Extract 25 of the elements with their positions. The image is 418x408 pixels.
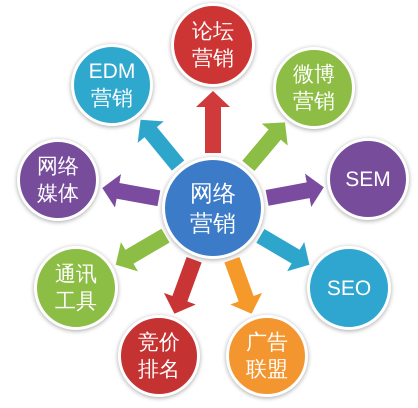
- circle-label: 竞价排名: [137, 330, 181, 383]
- circle-label: SEM: [344, 166, 392, 192]
- topic-circle: [327, 138, 409, 220]
- hub-circle: [162, 157, 264, 259]
- circle-label: EDM营销: [88, 59, 136, 112]
- circle-label: 论坛营销: [191, 19, 235, 72]
- arrow: [100, 174, 160, 208]
- circle-label: SEO: [326, 276, 372, 302]
- arrow: [224, 256, 262, 316]
- topic-circle: [226, 315, 308, 397]
- circle-label: 通讯工具: [54, 262, 98, 315]
- topic-circle: [17, 139, 99, 221]
- topic-circle: [273, 47, 355, 129]
- topic-circle: [171, 3, 255, 87]
- topic-circle: [118, 315, 200, 397]
- arrow: [266, 174, 326, 207]
- arrow: [164, 256, 202, 316]
- topic-circle: [71, 44, 153, 126]
- topic-circle: [307, 246, 391, 330]
- circle-label: 微博营销: [292, 62, 336, 115]
- circle-label: 网络媒体: [36, 154, 80, 207]
- topic-circle: [34, 246, 118, 330]
- circle-label: 广告联盟: [245, 330, 289, 383]
- circle-label: 网络营销: [189, 179, 237, 238]
- arrow: [196, 91, 230, 153]
